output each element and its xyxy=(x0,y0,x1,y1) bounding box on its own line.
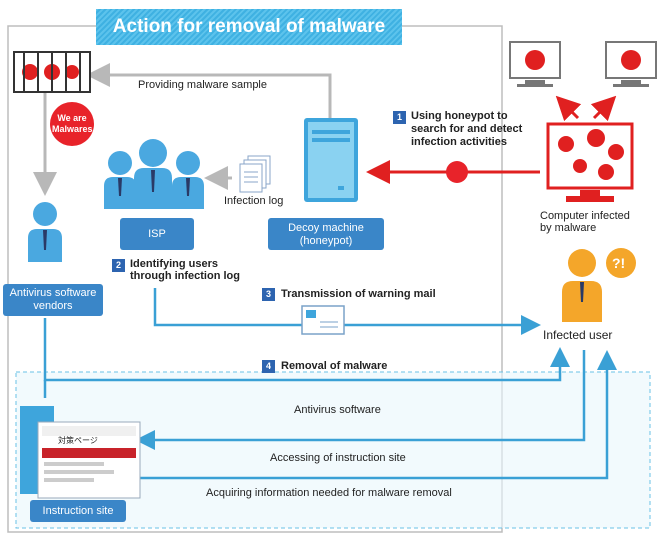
step-3-number: 3 xyxy=(262,288,275,301)
step-2-line2: through infection log xyxy=(130,270,240,282)
small-pc-right-icon xyxy=(605,41,657,87)
vendor-person-icon xyxy=(28,202,62,262)
vendor-label-line1: Antivirus software xyxy=(9,287,97,299)
instruction-site-label: Instruction site xyxy=(30,500,126,522)
providing-sample-arrow xyxy=(86,63,332,118)
server-icon xyxy=(304,118,358,202)
diagram-title: Action for removal of malware xyxy=(96,9,402,45)
antivirus-software-label: Antivirus software xyxy=(294,404,381,416)
acquiring-arrow xyxy=(140,350,617,480)
diagram-title-text: Action for removal of malware xyxy=(112,16,386,37)
step-4-number: 4 xyxy=(262,360,275,373)
isp-people-icon xyxy=(104,139,204,209)
infected-user-icon xyxy=(562,249,602,322)
infected-red-arrow-2 xyxy=(590,95,617,122)
step-3-line1: Transmission of warning mail xyxy=(281,288,436,300)
mail-icon xyxy=(301,305,345,335)
we-are-malwares-bubble xyxy=(50,102,94,146)
acquiring-info-label: Acquiring information needed for malware… xyxy=(206,487,452,499)
malwares-label: Malwares xyxy=(52,124,93,134)
computer-infected-line2: by malware xyxy=(540,222,597,234)
step-1-line2: search for and detect xyxy=(411,123,523,135)
infected-red-arrow-1 xyxy=(555,95,582,122)
warning-mail-arrow xyxy=(153,288,541,335)
step-1-line1: Using honeypot to xyxy=(411,110,508,122)
malware-jail-icon xyxy=(13,51,91,93)
site-header-text: 対策ページ xyxy=(58,436,98,445)
we-are-label: We are xyxy=(57,113,87,123)
step-2-line1: Identifying users xyxy=(130,258,219,270)
step-4-line1: Removal of malware xyxy=(281,360,388,372)
instruction-site-icon xyxy=(20,406,141,499)
step-1-number: 1 xyxy=(393,111,406,124)
vendor-label: Antivirus software vendors xyxy=(3,284,103,316)
infection-log-label: Infection log xyxy=(224,195,284,207)
accessing-site-label: Accessing of instruction site xyxy=(270,452,406,464)
isp-label: ISP xyxy=(120,218,194,250)
document-stack-icon xyxy=(239,155,271,193)
infected-computer-icon xyxy=(546,122,634,202)
infected-user-label: Infected user xyxy=(543,328,613,342)
exclaim-bubble xyxy=(606,248,636,278)
providing-sample-label: Providing malware sample xyxy=(138,79,267,91)
step-2-number: 2 xyxy=(112,259,125,272)
removal-arrow xyxy=(43,318,570,382)
decoy-label-line2: (honeypot) xyxy=(299,235,353,247)
decoy-label: Decoy machine (honeypot) xyxy=(268,218,384,250)
small-pc-left-icon xyxy=(509,41,561,87)
vendor-label-line2: vendors xyxy=(33,300,73,312)
step-1-line3: infection activities xyxy=(411,136,507,148)
decoy-label-line1: Decoy machine xyxy=(288,222,364,234)
computer-infected-line1: Computer infected xyxy=(540,210,630,222)
accessing-arrow xyxy=(135,350,586,450)
virus-icon xyxy=(446,161,468,183)
exclaim-text: ?! xyxy=(612,255,626,271)
